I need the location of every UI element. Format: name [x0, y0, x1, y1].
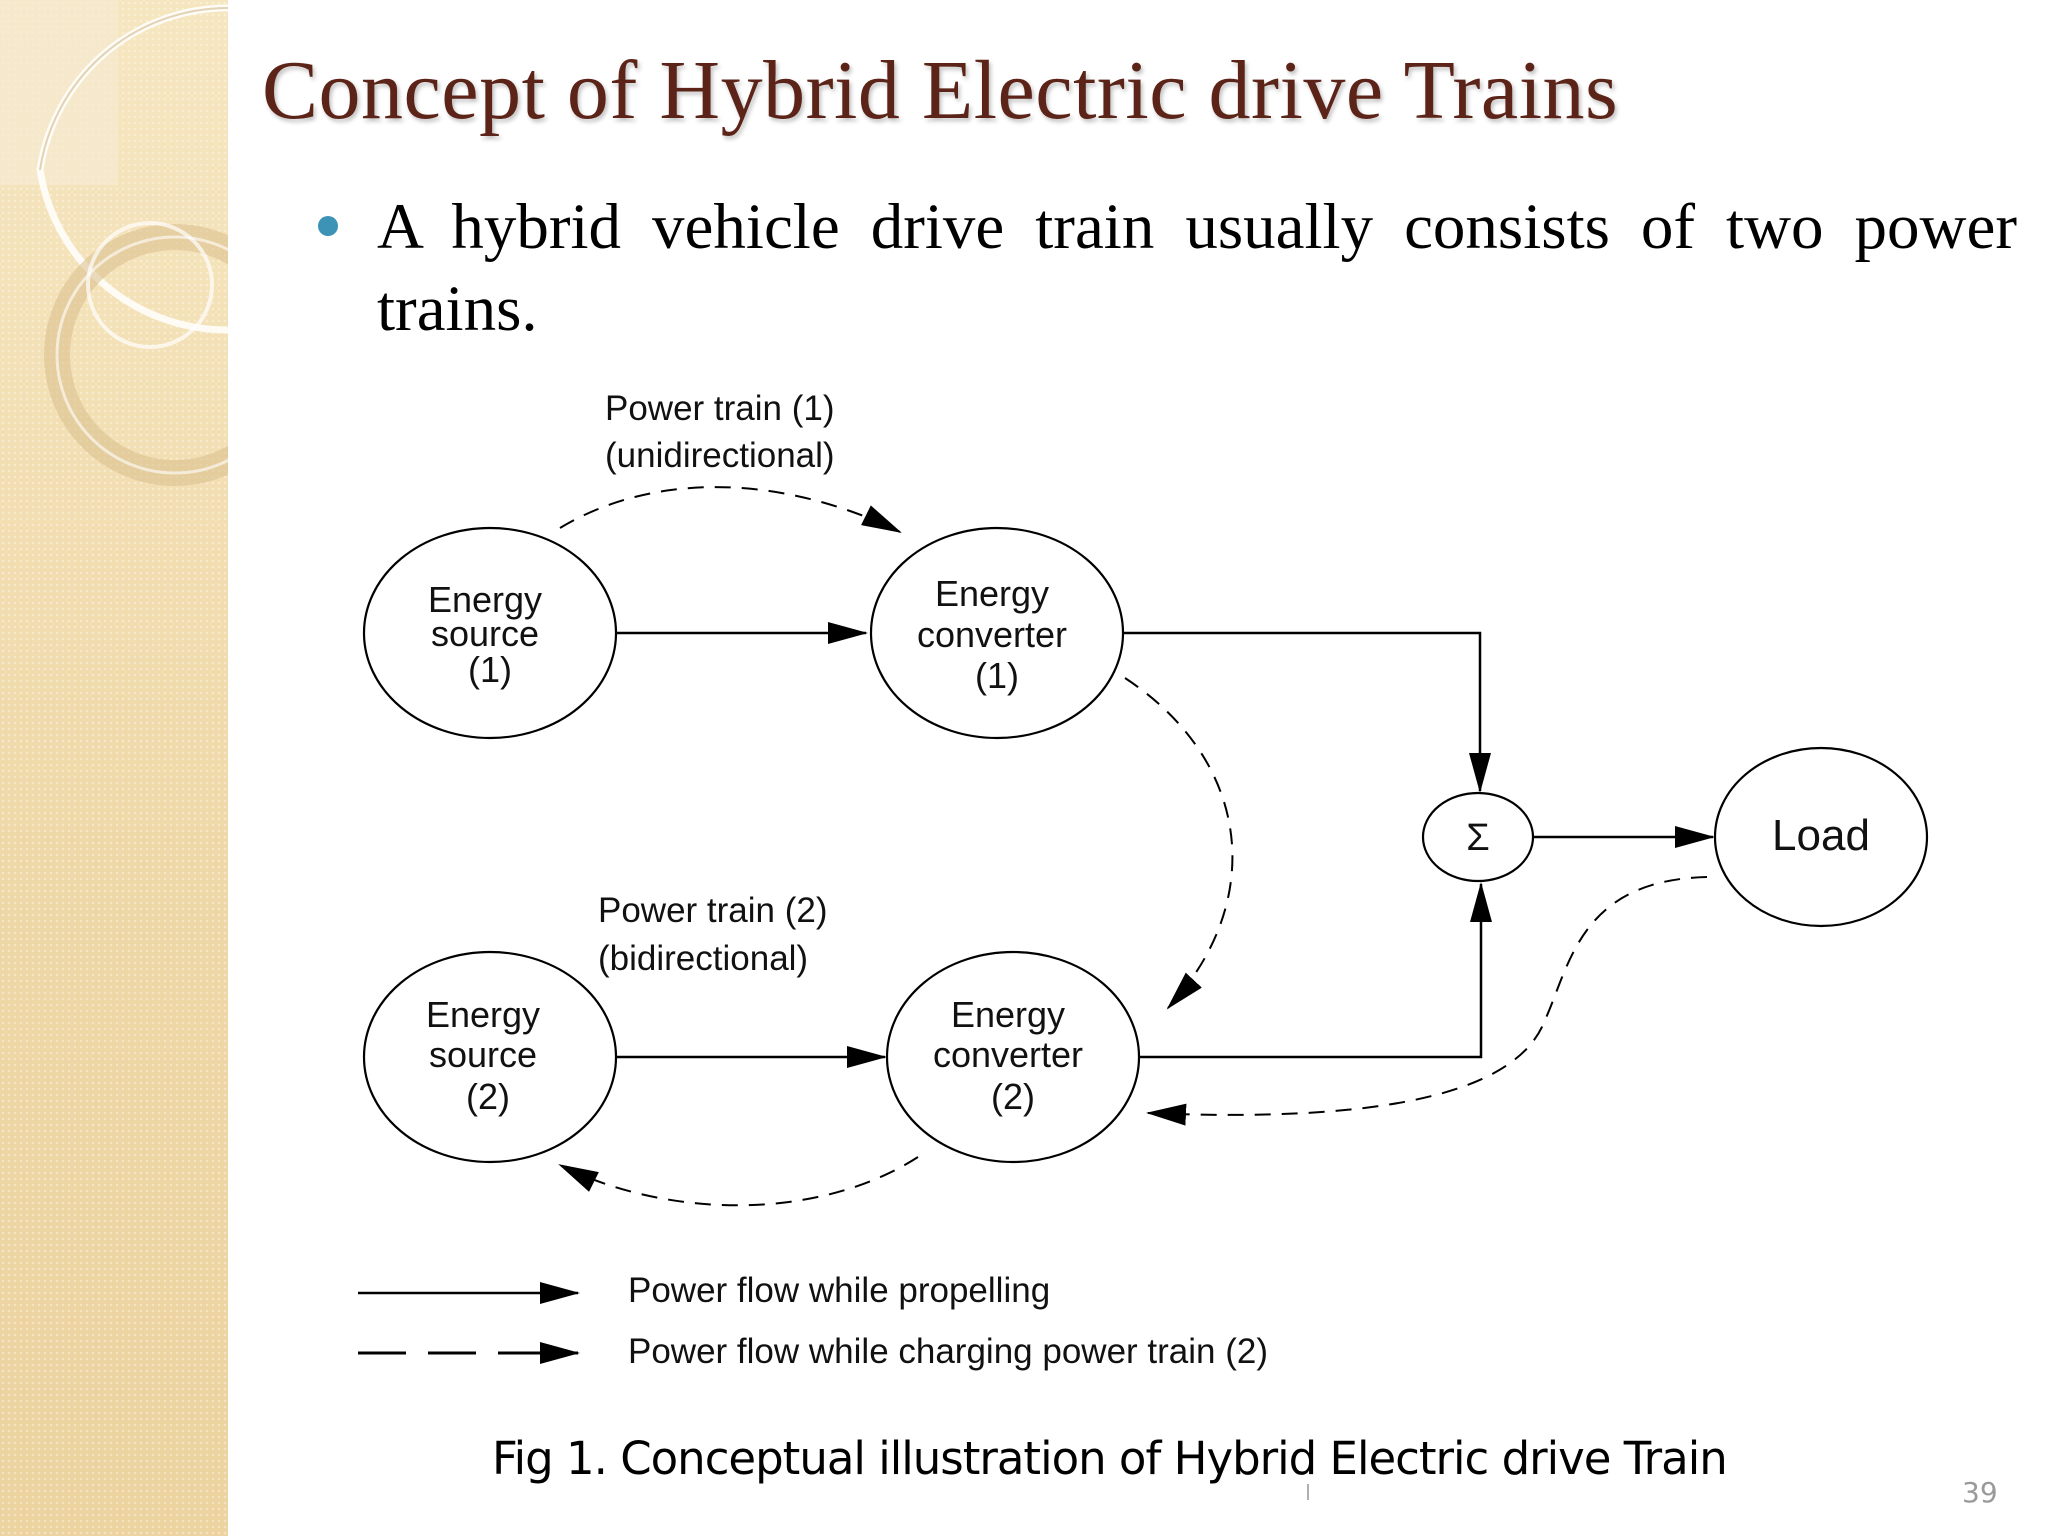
dashed-arrow-converter1-to-converter2: [1124, 677, 1234, 1010]
bullet-text: A hybrid vehicle drive train usually con…: [377, 191, 2017, 345]
dashed-arrow-load-to-converter2: [1146, 876, 1708, 1126]
decorative-tick: [1307, 1484, 1309, 1500]
legend: Power flow while propelling Power flow w…: [358, 1271, 1268, 1371]
dashed-arrow-train1: [559, 486, 902, 533]
energy-source-1-label: Energy source (1): [428, 579, 552, 690]
legend-solid-label: Power flow while propelling: [628, 1271, 1050, 1310]
power-train-1-label: Power train (1) (unidirectional): [605, 389, 844, 475]
bullet-point-icon: [318, 216, 338, 236]
page-number: 39: [1962, 1476, 1998, 1509]
energy-converter-1-label: Energy converter (1): [917, 573, 1077, 696]
energy-source-2-label: Energy source (2): [426, 994, 550, 1117]
decorative-rings: [0, 0, 228, 486]
arrow-converter2-to-sum: [1139, 882, 1492, 1059]
power-train-2-label: Power train (2) (bidirectional): [598, 891, 837, 978]
figure-caption: Fig 1. Conceptual illustration of Hybrid…: [492, 1432, 1728, 1485]
slide-title: Concept of Hybrid Electric drive Trains: [262, 44, 1619, 137]
arrow-converter1-to-sum: [1123, 631, 1491, 793]
load-node: [1713, 746, 1929, 928]
dashed-arrow-converter2-to-source2: [558, 1156, 919, 1207]
decorative-side-band: [0, 0, 228, 1536]
summation-symbol: Σ: [1466, 817, 1490, 859]
energy-converter-2-label: Energy converter (2): [933, 994, 1093, 1117]
legend-dashed-label: Power flow while charging power train (2…: [628, 1332, 1268, 1371]
load-label: Load: [1772, 811, 1870, 860]
